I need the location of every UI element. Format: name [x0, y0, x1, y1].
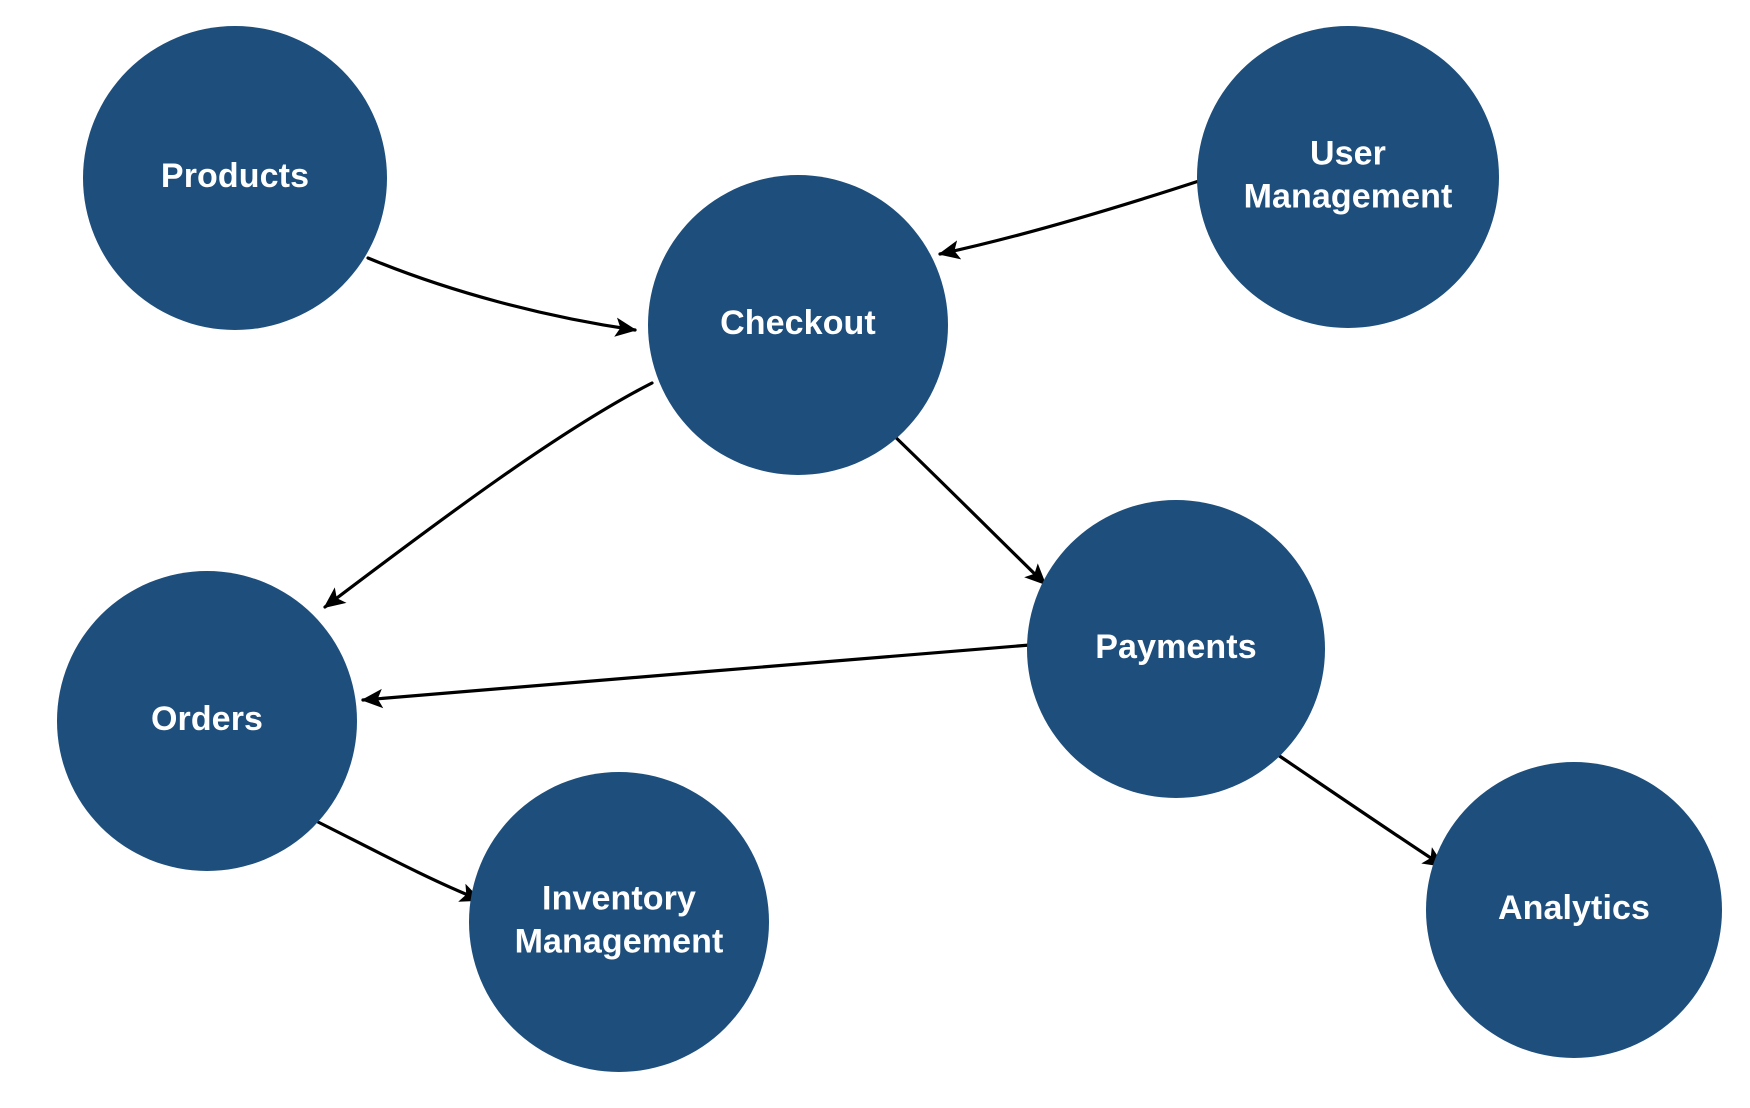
edge-checkout-to-payments	[886, 428, 1047, 586]
node-payments-circle[interactable]	[1027, 500, 1325, 798]
edge-layer	[316, 178, 1445, 902]
edge-user-management-to-checkout	[938, 178, 1204, 260]
node-analytics[interactable]: Analytics	[1426, 762, 1722, 1058]
edge-orders-to-inventory	[316, 820, 482, 902]
node-analytics-circle[interactable]	[1426, 762, 1722, 1058]
node-checkout[interactable]: Checkout	[648, 175, 948, 475]
node-inventory-management-circle[interactable]	[469, 772, 769, 1072]
node-payments[interactable]: Payments	[1027, 500, 1325, 798]
edge-checkout-to-orders	[323, 381, 654, 609]
edge-payments-to-orders	[361, 643, 1032, 709]
edge-payments-to-analytics	[1276, 753, 1445, 868]
node-products-circle[interactable]	[83, 26, 387, 330]
node-checkout-circle[interactable]	[648, 175, 948, 475]
node-orders-circle[interactable]	[57, 571, 357, 871]
node-orders[interactable]: Orders	[57, 571, 357, 871]
edge-products-to-checkout	[366, 256, 637, 337]
node-user-management-circle[interactable]	[1197, 26, 1499, 328]
node-products[interactable]: Products	[83, 26, 387, 330]
